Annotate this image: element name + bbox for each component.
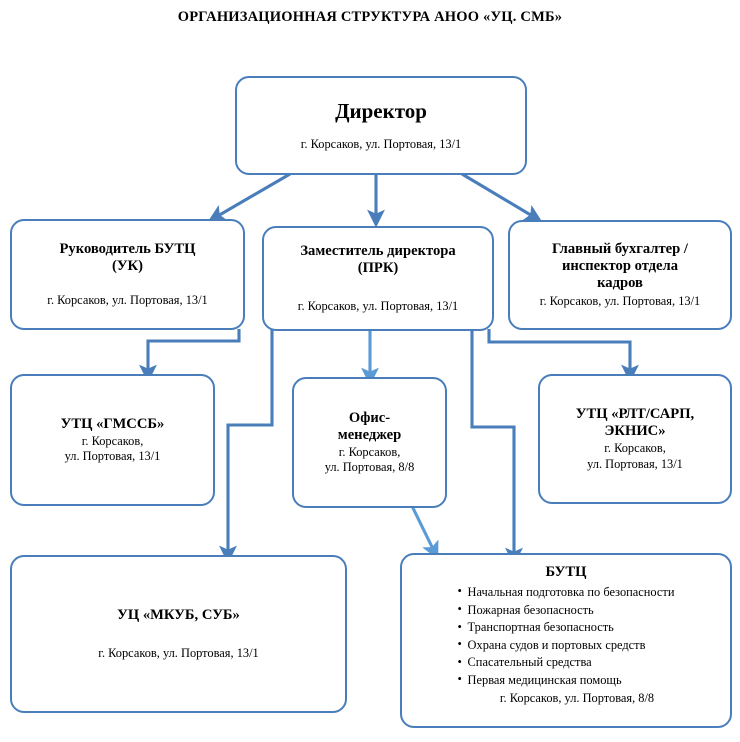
- connector-butc-head-to-gmssb: [139, 329, 241, 383]
- node-office-heading-line1: Офис-: [348, 409, 391, 426]
- list-item: Охрана судов и портовых средств: [458, 636, 675, 655]
- page-title: ОРГАНИЗАЦИОННАЯ СТРУКТУРА АНОО «УЦ. СМБ»: [177, 9, 563, 25]
- list-item: Первая медицинская помощь: [458, 671, 675, 690]
- node-accountant-address: г. Корсаков, ул. Портовая, 13/1: [539, 294, 701, 309]
- list-item: Пожарная безопасность: [458, 601, 675, 620]
- node-butc-heading: БУТЦ: [545, 564, 587, 580]
- node-gmssb-address-line1: г. Корсаков,: [81, 433, 144, 448]
- node-butc-course-list: Начальная подготовка по безопасности Пож…: [458, 583, 675, 690]
- node-deputy-heading-line2: (ПРК): [357, 260, 399, 277]
- connector-office-manager-to-butc: [410, 505, 439, 560]
- node-director-heading: Директор: [335, 99, 427, 123]
- node-rlt-heading-line1: УТЦ «РЛТ/САРП,: [575, 406, 695, 423]
- node-deputy-heading-line1: Заместитель директора: [300, 243, 456, 260]
- node-office-heading-line2: менеджер: [337, 426, 402, 443]
- node-uc-mkub-sub[interactable]: УЦ «МКУБ, СУБ» г. Корсаков, ул. Портовая…: [10, 555, 347, 713]
- list-item: Спасательный средства: [458, 654, 675, 672]
- node-mkub-heading: УЦ «МКУБ, СУБ»: [117, 607, 240, 624]
- node-mkub-address: г. Корсаков, ул. Портовая, 13/1: [98, 646, 259, 661]
- connector-director-to-butc-head: [207, 172, 291, 222]
- node-butc-head-address: г. Корсаков, ул. Портовая, 13/1: [47, 293, 208, 308]
- connector-deputy-to-butc: [470, 331, 523, 566]
- node-chief-accountant[interactable]: Главный бухгалтер / инспектор отдела кад…: [508, 220, 732, 330]
- node-office-address-line2: ул. Портовая, 8/8: [324, 460, 415, 475]
- connector-director-to-accountant: [461, 172, 543, 222]
- node-office-manager[interactable]: Офис- менеджер г. Корсаков, ул. Портовая…: [292, 377, 447, 508]
- node-director-address: г. Корсаков, ул. Портовая, 13/1: [300, 137, 462, 152]
- node-gmssb-address-line2: ул. Портовая, 13/1: [64, 449, 161, 464]
- node-butc-head-heading-line2: (УК): [111, 258, 143, 275]
- node-deputy-address: г. Корсаков, ул. Портовая, 13/1: [297, 299, 459, 314]
- node-butc-address: г. Корсаков, ул. Портовая, 8/8: [499, 690, 655, 705]
- node-rlt-address-line2: ул. Портовая, 13/1: [587, 456, 683, 471]
- node-butc-head[interactable]: Руководитель БУТЦ (УК) г. Корсаков, ул. …: [10, 219, 245, 330]
- node-office-address-line1: г. Корсаков,: [338, 444, 401, 459]
- node-accountant-heading-line2: инспектор отдела: [561, 258, 679, 275]
- connector-deputy-to-rlt: [487, 329, 639, 383]
- node-butc-head-heading-line1: Руководитель БУТЦ: [59, 241, 196, 258]
- node-director[interactable]: Директор г. Корсаков, ул. Портовая, 13/1: [235, 76, 527, 175]
- node-rlt-address-line1: г. Корсаков,: [604, 441, 666, 456]
- list-item: Транспортная безопасность: [458, 619, 675, 637]
- node-gmssb-heading: УТЦ «ГМССБ»: [60, 415, 165, 432]
- connector-gmssb-to-mkub: [219, 330, 274, 564]
- node-utc-gmssb[interactable]: УТЦ «ГМССБ» г. Корсаков, ул. Портовая, 1…: [10, 374, 215, 506]
- node-accountant-heading-line3: кадров: [597, 275, 643, 292]
- node-rlt-heading-line2: ЭКНИС»: [604, 423, 666, 440]
- node-butc[interactable]: БУТЦ Начальная подготовка по безопасност…: [400, 553, 732, 728]
- node-accountant-heading-line1: Главный бухгалтер /: [552, 241, 688, 258]
- node-utc-rlt-sarp-eknis[interactable]: УТЦ «РЛТ/САРП, ЭКНИС» г. Корсаков, ул. П…: [538, 374, 732, 504]
- list-item: Начальная подготовка по безопасности: [458, 583, 675, 602]
- node-deputy-director[interactable]: Заместитель директора (ПРК) г. Корсаков,…: [262, 226, 494, 331]
